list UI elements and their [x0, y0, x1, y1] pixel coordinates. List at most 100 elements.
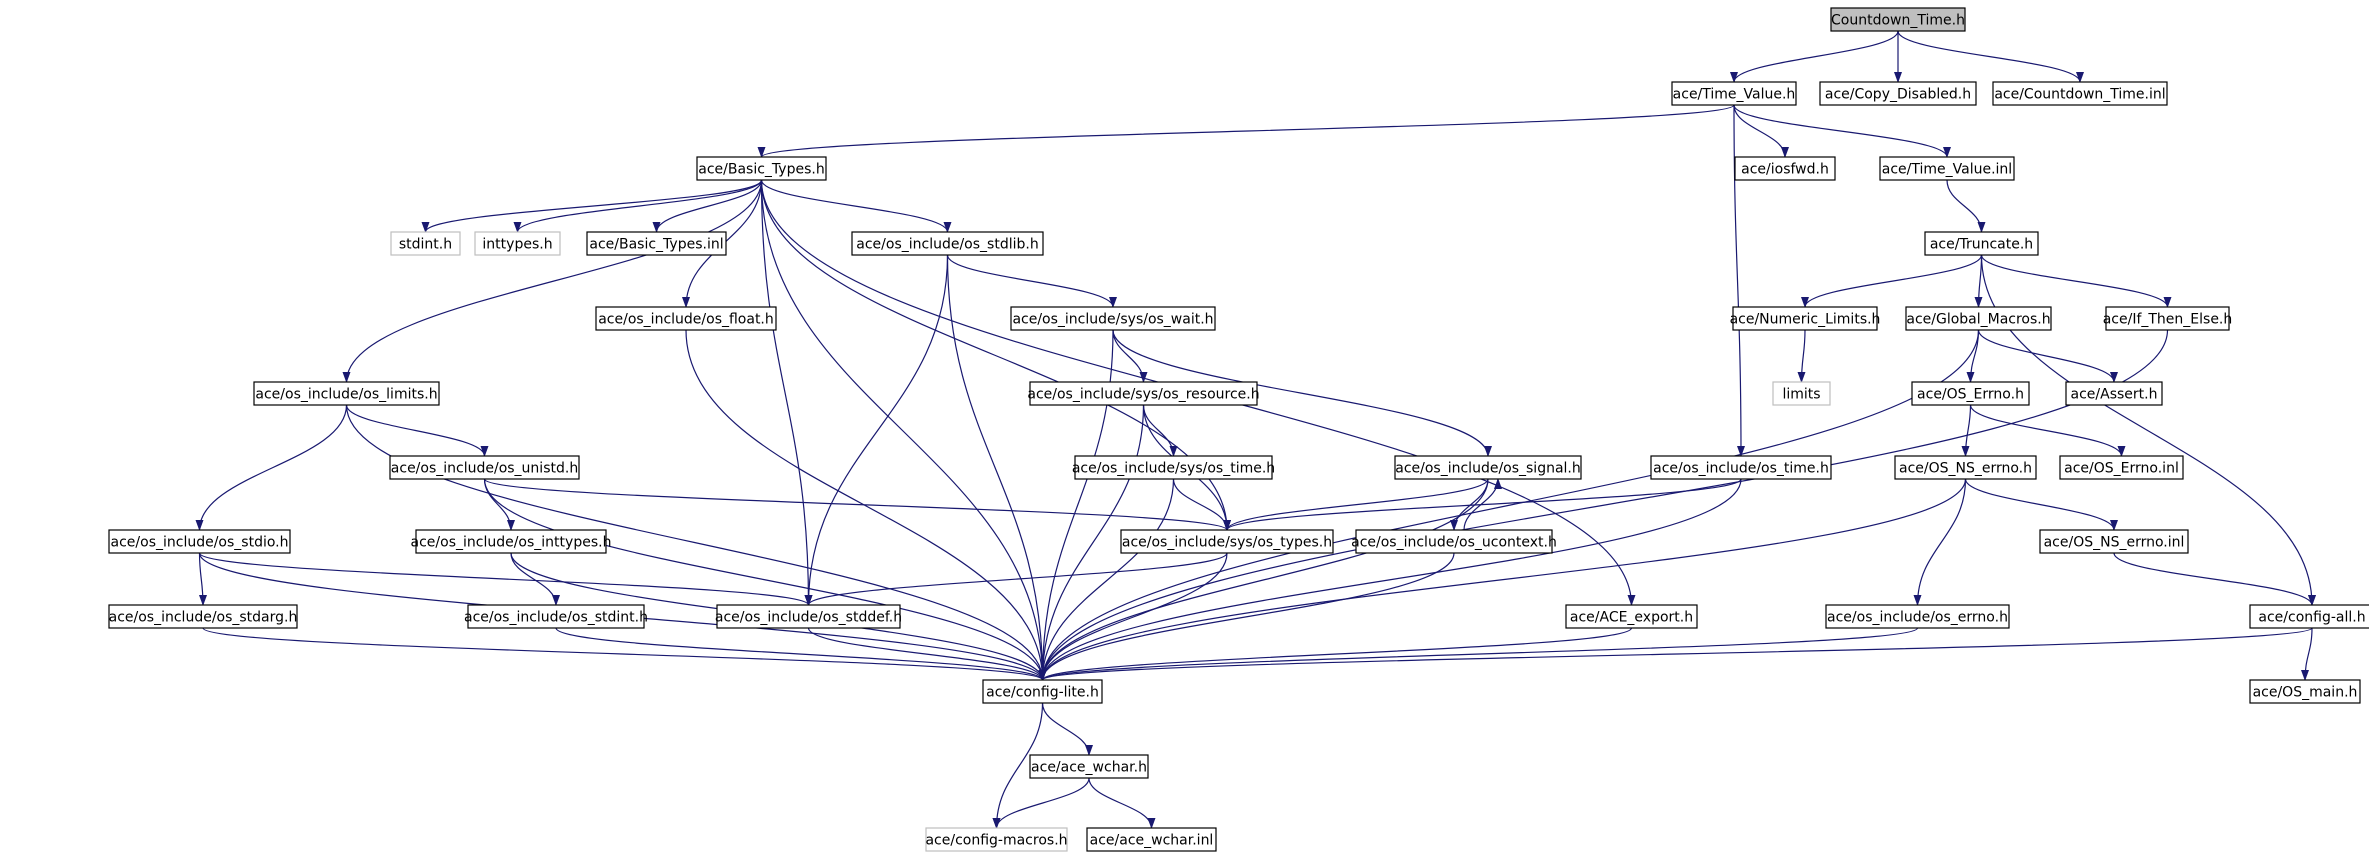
node-box: [1029, 754, 1149, 779]
node-os-stdio-h[interactable]: ace/os_include/os_stdio.h: [108, 529, 291, 554]
node-label: ace/os_include/sys/os_time.h: [1072, 461, 1275, 477]
node-box: [1894, 455, 2037, 480]
node-config-all-h[interactable]: ace/config-all.h: [2249, 604, 2369, 629]
node-box: [415, 529, 607, 554]
edge-os_ns_errno_h-to-os_ns_errno_inl: [1964, 478, 2118, 531]
node-assert-h[interactable]: ace/Assert.h: [2065, 381, 2163, 406]
node-label: ace/Global_Macros.h: [1906, 312, 2050, 328]
edge-os_stdint_h-to-config_lite_h: [555, 627, 1047, 681]
node-box: [2039, 529, 2189, 554]
edge-sys_os_time_h-to-config_lite_h: [1038, 478, 1175, 681]
node-countdown-time-inl[interactable]: ace/Countdown_Time.inl: [1992, 81, 2168, 106]
node-os-wait-h[interactable]: ace/os_include/sys/os_wait.h: [1010, 306, 1216, 331]
node-os-types-h[interactable]: ace/os_include/sys/os_types.h: [1120, 529, 1334, 554]
node-label: inttypes.h: [482, 237, 552, 253]
edge-config_lite_h-to-ace_wchar_h: [1041, 702, 1093, 756]
node-sys-os-time-h[interactable]: ace/os_include/sys/os_time.h: [1072, 455, 1275, 480]
node-label: ace/os_include/os_inttypes.h: [411, 535, 612, 551]
node-os-ns-errno-h[interactable]: ace/OS_NS_errno.h: [1894, 455, 2037, 480]
edge-os_time_h-to-config_lite_h: [1038, 478, 1742, 681]
node-os-resource-h[interactable]: ace/os_include/sys/os_resource.h: [1027, 381, 1260, 406]
edge-config_all_h-to-config_lite_h: [1039, 627, 2313, 681]
node-label: ace/OS_Errno.inl: [2064, 461, 2179, 477]
node-os-include-os-errno-h[interactable]: ace/os_include/os_errno.h: [1825, 604, 2010, 629]
node-numeric-limits-h[interactable]: ace/Numeric_Limits.h: [1730, 306, 1881, 331]
node-label: ace/Time_Value.inl: [1882, 162, 2012, 178]
node-os-limits-h[interactable]: ace/os_include/os_limits.h: [253, 381, 440, 406]
node-time-value-h[interactable]: ace/Time_Value.h: [1671, 81, 1797, 106]
node-box: [1074, 455, 1273, 480]
node-box: [1911, 381, 2030, 406]
node-box: [1029, 381, 1258, 406]
node-os-errno-h[interactable]: ace/OS_Errno.h: [1911, 381, 2030, 406]
node-time-value-inl[interactable]: ace/Time_Value.inl: [1879, 156, 2015, 181]
edge-basic_types_h-to-inttypes_h: [513, 179, 763, 233]
node-label: ace/os_include/os_stddef.h: [715, 610, 902, 626]
node-box: [474, 231, 561, 256]
edge-numeric_limits_h-to-limits: [1797, 329, 1806, 383]
edge-truncate_h-to-global_macros_h: [1974, 254, 1983, 308]
edge-basic_types_h-to-os_stddef_h: [760, 179, 813, 606]
node-box: [2249, 604, 2369, 629]
node-label: ace/config-lite.h: [986, 685, 1099, 701]
node-os-stddef-h[interactable]: ace/os_include/os_stddef.h: [715, 604, 902, 629]
node-box: [1734, 156, 1836, 181]
node-box: [1732, 306, 1878, 331]
node-os-errno-inl[interactable]: ace/OS_Errno.inl: [2059, 455, 2184, 480]
edge-os_limits_h-to-config_lite_h: [345, 404, 1047, 681]
edge-ace_export_h-to-config_lite_h: [1038, 627, 1633, 681]
node-countdown-time-h[interactable]: Countdown_Time.h: [1830, 7, 1966, 32]
node-label: ace/iosfwd.h: [1741, 162, 1829, 178]
node-os-signal-h[interactable]: ace/os_include/os_signal.h: [1394, 455, 1582, 480]
node-label: ace/os_include/os_limits.h: [255, 387, 437, 403]
node-config-macros-h: ace/config-macros.h: [925, 827, 1068, 852]
edge-time_value_h-to-os_time_h: [1733, 104, 1745, 457]
node-if-then-else-h[interactable]: ace/If_Then_Else.h: [2103, 306, 2233, 331]
node-box: [1992, 81, 2168, 106]
node-os-inttypes-h[interactable]: ace/os_include/os_inttypes.h: [411, 529, 612, 554]
node-global-macros-h[interactable]: ace/Global_Macros.h: [1905, 306, 2052, 331]
node-label: ace/os_include/os_stdlib.h: [856, 237, 1038, 253]
edge-time_value_h-to-time_value_inl: [1733, 104, 1951, 158]
node-box: [925, 827, 1068, 852]
node-box: [1650, 455, 1832, 480]
node-box: [1355, 529, 1553, 554]
node-label: ace/ace_wchar.inl: [1090, 833, 1214, 849]
node-iosfwd-h[interactable]: ace/iosfwd.h: [1734, 156, 1836, 181]
node-os-stdarg-h[interactable]: ace/os_include/os_stdarg.h: [108, 604, 298, 629]
node-os-ns-errno-inl[interactable]: ace/OS_NS_errno.inl: [2039, 529, 2189, 554]
node-box: [1905, 306, 2052, 331]
edge-time_value_h-to-iosfwd_h: [1733, 104, 1789, 158]
node-os-main-h[interactable]: ace/OS_main.h: [2249, 679, 2361, 704]
node-os-float-h[interactable]: ace/os_include/os_float.h: [595, 306, 777, 331]
node-box: [696, 156, 827, 181]
node-os-time-h[interactable]: ace/os_include/os_time.h: [1650, 455, 1832, 480]
node-os-unistd-h[interactable]: ace/os_include/os_unistd.h: [389, 455, 580, 480]
node-label: ace/OS_NS_errno.inl: [2044, 535, 2185, 551]
edge-basic_types_h-to-basic_types_inl: [652, 179, 763, 233]
node-box: [2249, 679, 2361, 704]
edge-os_stdlib_h-to-config_lite_h: [946, 254, 1047, 681]
node-basic-types-h[interactable]: ace/Basic_Types.h: [696, 156, 827, 181]
node-ace-export-h[interactable]: ace/ACE_export.h: [1565, 604, 1698, 629]
node-label: ace/OS_main.h: [2253, 685, 2358, 701]
node-limits: limits: [1772, 381, 1831, 406]
edge-layer: [195, 30, 2316, 829]
node-box: [851, 231, 1044, 256]
node-os-stdlib-h[interactable]: ace/os_include/os_stdlib.h: [851, 231, 1044, 256]
edge-basic_types_h-to-config_lite_h: [760, 179, 1047, 681]
node-label: ace/If_Then_Else.h: [2103, 312, 2233, 328]
node-os-stdint-h[interactable]: ace/os_include/os_stdint.h: [464, 604, 648, 629]
edge-os_stdarg_h-to-config_lite_h: [202, 627, 1047, 681]
node-ace-wchar-inl[interactable]: ace/ace_wchar.inl: [1086, 827, 1217, 852]
node-truncate-h[interactable]: ace/Truncate.h: [1924, 231, 2039, 256]
node-copy-disabled-h[interactable]: ace/Copy_Disabled.h: [1819, 81, 1977, 106]
edge-os_unistd_h-to-os_inttypes_h: [483, 478, 515, 531]
edge-time_value_h-to-basic_types_h: [757, 104, 1735, 158]
node-basic-types-inl[interactable]: ace/Basic_Types.inl: [586, 231, 727, 256]
node-config-lite-h[interactable]: ace/config-lite.h: [982, 679, 1103, 704]
node-label: ace/Countdown_Time.inl: [1994, 87, 2165, 103]
node-ace-wchar-h[interactable]: ace/ace_wchar.h: [1029, 754, 1149, 779]
node-os-ucontext-h[interactable]: ace/os_include/os_ucontext.h: [1351, 529, 1557, 554]
edge-os_stdlib_h-to-os_wait_h: [946, 254, 1117, 308]
